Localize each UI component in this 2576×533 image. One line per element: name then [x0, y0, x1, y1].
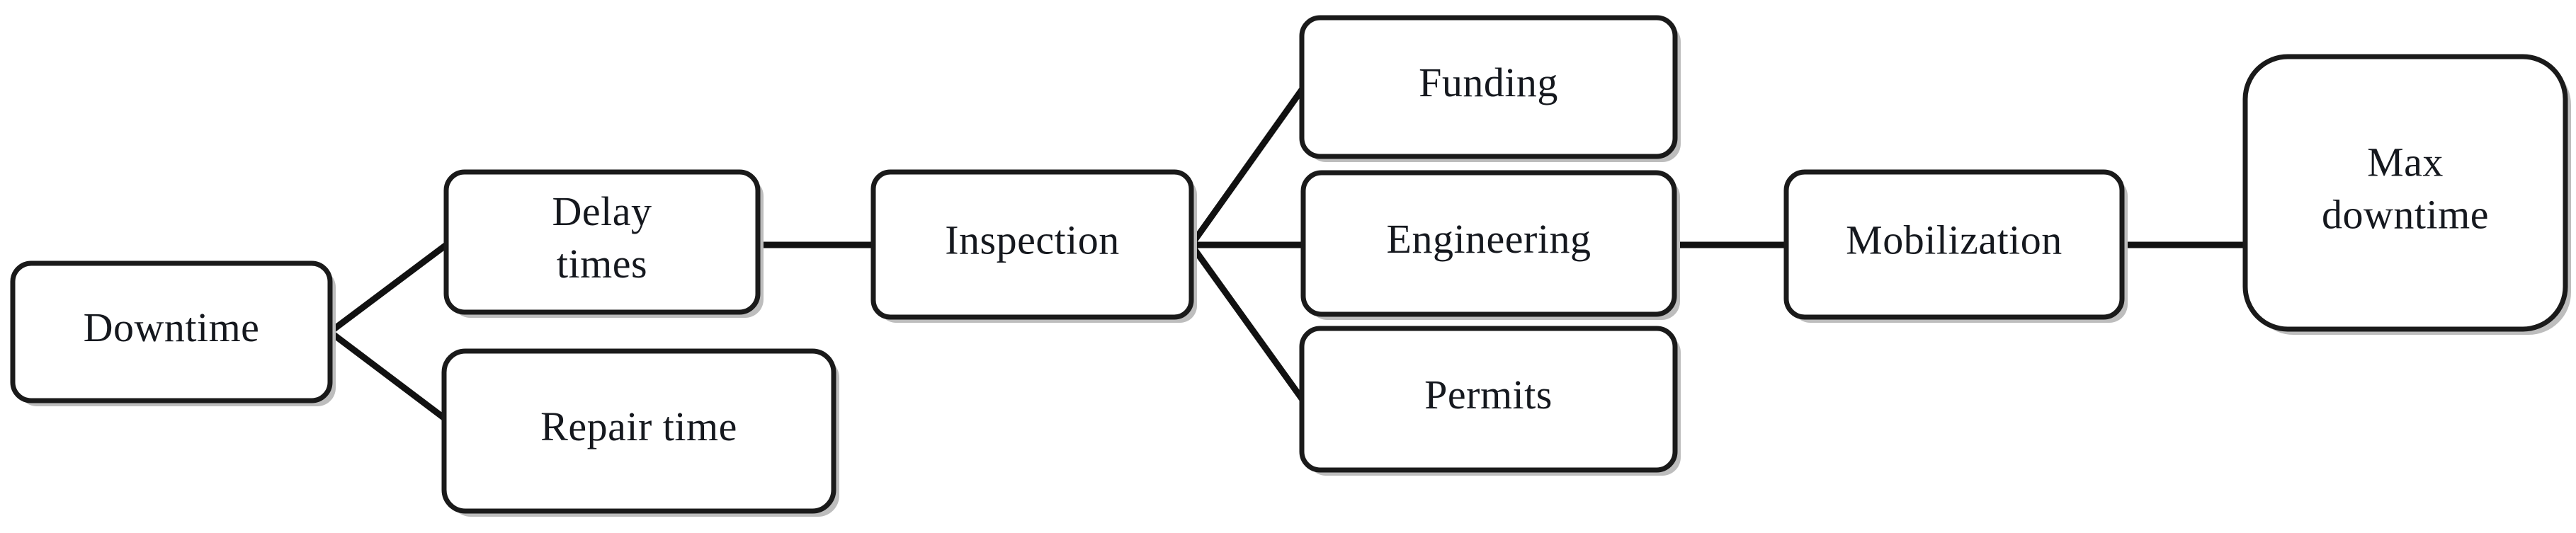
node-funding-box[interactable]	[1299, 15, 1678, 159]
node-mobilization-label: Mobilization	[1846, 217, 2062, 263]
edge-inspection-to-permits	[1188, 243, 1306, 403]
node-engineering-box[interactable]	[1300, 170, 1677, 317]
node-inspection[interactable]: Inspection	[870, 169, 1197, 323]
node-repair-time-label: Repair time	[540, 403, 737, 449]
node-max-downtime-label-line: Max	[2367, 139, 2444, 185]
node-permits[interactable]: Permits	[1299, 326, 1681, 476]
node-delay-times-label-line: times	[557, 241, 647, 287]
node-max-downtime[interactable]: Max downtime	[2242, 54, 2571, 335]
edge-inspection-to-funding	[1188, 86, 1306, 247]
edge-downtime-to-delay-times	[328, 242, 448, 335]
node-inspection-box[interactable]	[870, 169, 1194, 320]
node-downtime-label-line: Downtime	[84, 304, 260, 350]
node-funding-label-line: Funding	[1419, 59, 1558, 105]
node-funding[interactable]: Funding	[1299, 15, 1681, 162]
node-layer: Downtime Delay times Repair time Inspecti…	[10, 15, 2571, 517]
node-mobilization-label-line: Mobilization	[1846, 217, 2062, 263]
node-downtime-label: Downtime	[84, 304, 260, 350]
node-mobilization-box[interactable]	[1783, 169, 2125, 320]
node-max-downtime-label-line: downtime	[2322, 192, 2489, 238]
node-downtime-box[interactable]	[10, 260, 333, 403]
node-max-downtime-box[interactable]	[2242, 54, 2568, 332]
node-permits-label: Permits	[1424, 372, 1553, 418]
node-engineering[interactable]: Engineering	[1300, 170, 1680, 320]
node-engineering-label-line: Engineering	[1387, 216, 1591, 262]
node-delay-times-label-line: Delay	[552, 188, 652, 234]
node-delay-times-label: Delay times	[552, 188, 652, 287]
connector-layer	[328, 86, 2245, 422]
node-engineering-label: Engineering	[1387, 216, 1591, 262]
node-funding-label: Funding	[1419, 59, 1558, 105]
node-repair-time[interactable]: Repair time	[441, 348, 839, 517]
node-repair-time-box[interactable]	[441, 348, 836, 514]
node-max-downtime-label: Max downtime	[2322, 139, 2489, 238]
node-downtime[interactable]: Downtime	[10, 260, 336, 406]
node-repair-time-label-line: Repair time	[540, 403, 737, 449]
node-permits-label-line: Permits	[1424, 372, 1553, 418]
node-delay-times-box[interactable]	[443, 169, 761, 315]
node-mobilization[interactable]: Mobilization	[1783, 169, 2128, 323]
edge-downtime-to-repair-time	[328, 329, 448, 422]
node-permits-box[interactable]	[1299, 326, 1678, 473]
node-inspection-label-line: Inspection	[945, 217, 1120, 263]
node-inspection-label: Inspection	[945, 217, 1120, 263]
node-delay-times[interactable]: Delay times	[443, 169, 764, 318]
